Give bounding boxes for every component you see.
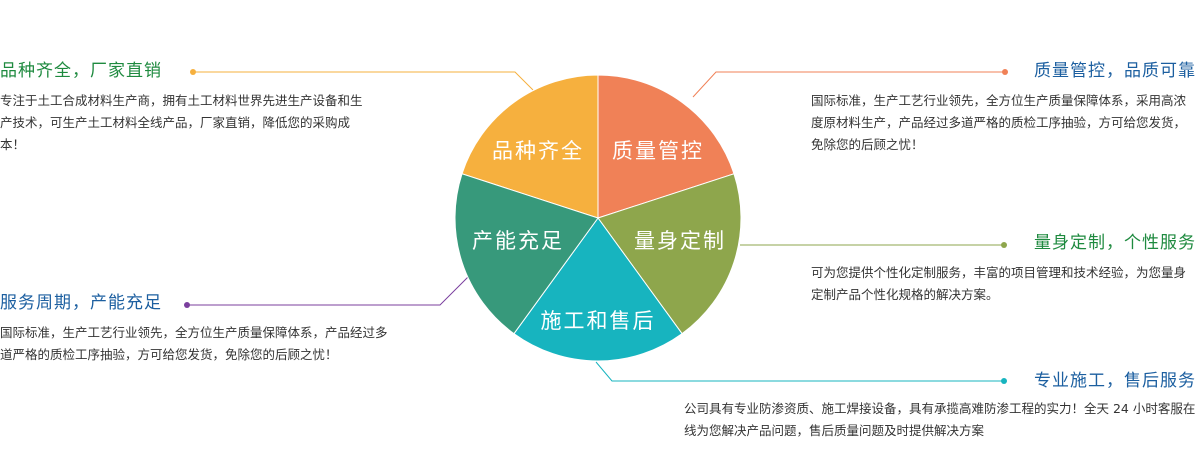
dot-quality — [1002, 69, 1008, 75]
dot-service — [1001, 378, 1007, 384]
pie-segment-label-5: 产能充足 — [472, 229, 564, 253]
dot-custom — [1001, 242, 1007, 248]
pie-segment-label-3: 量身定制 — [634, 229, 726, 253]
pie-segment-2 — [597, 74, 735, 219]
feature-capacity: 服务周期，产能充足 国际标准，生产工艺行业领先，全方位生产质量保障体系，产品经过… — [0, 292, 395, 366]
feature-custom-title: 量身定制，个性服务 — [1034, 233, 1196, 253]
connector-dots — [184, 69, 1008, 384]
connector-lines — [187, 71, 1005, 382]
pie-segment-3 — [597, 173, 742, 335]
feature-quality-title: 质量管控，品质可靠 — [1034, 61, 1196, 81]
feature-quality: 质量管控，品质可靠 国际标准，生产工艺行业领先，全方位生产质量保障体系，采用高浓… — [811, 60, 1196, 156]
feature-variety: 品种齐全，厂家直销 专注于土工合成材料生产商，拥有土工材料世界先进生产设备和生产… — [0, 60, 365, 156]
feature-capacity-title: 服务周期，产能充足 — [0, 293, 162, 313]
dot-variety — [190, 69, 196, 75]
feature-service-title: 专业施工，售后服务 — [1034, 371, 1196, 391]
feature-capacity-description: 国际标准，生产工艺行业领先，全方位生产质量保障体系，产品经过多道严格的质检工序抽… — [0, 325, 388, 362]
pie-segment-label-1: 品种齐全 — [492, 139, 584, 163]
dot-capacity — [184, 302, 190, 308]
feature-service: 专业施工，售后服务 公司具有专业防渗资质、施工焊接设备，具有承揽高难防渗工程的实… — [684, 370, 1196, 442]
feature-service-description: 公司具有专业防渗资质、施工焊接设备，具有承揽高难防渗工程的实力！全天 24 小时… — [684, 401, 1196, 438]
feature-variety-description: 专注于土工合成材料生产商，拥有土工材料世界先进生产设备和生产技术，可生产土工材料… — [0, 93, 363, 152]
feature-custom: 量身定制，个性服务 可为您提供个性化定制服务，丰富的项目管理和技术经验，为您量身… — [811, 232, 1196, 306]
connector-capacity — [187, 276, 469, 306]
pie-segment-label-2: 质量管控 — [612, 139, 704, 163]
pie-segment-label-4: 施工和售后 — [541, 309, 656, 333]
connector-variety — [193, 71, 534, 91]
feature-custom-description: 可为您提供个性化定制服务，丰富的项目管理和技术经验，为您量身定制产品个性化规格的… — [811, 265, 1187, 302]
feature-quality-description: 国际标准，生产工艺行业领先，全方位生产质量保障体系，采用高浓度原材料生产，产品经… — [811, 93, 1187, 152]
feature-variety-title: 品种齐全，厂家直销 — [0, 61, 162, 81]
connector-service — [595, 361, 1004, 382]
pie-segment-4 — [513, 217, 683, 362]
connector-quality — [692, 71, 1005, 98]
pie-segment-1 — [461, 74, 599, 219]
pie-segment-5 — [454, 173, 599, 335]
